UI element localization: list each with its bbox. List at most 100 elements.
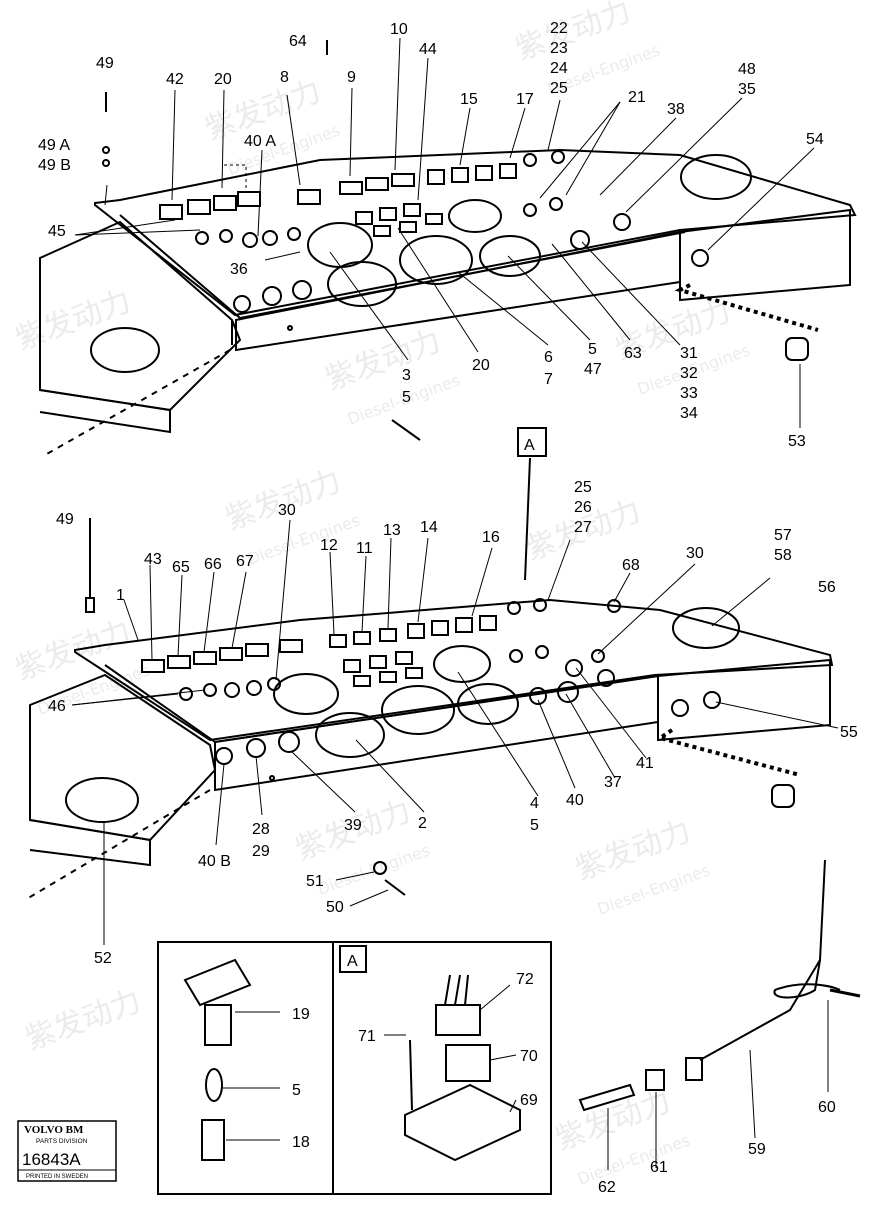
lower-knob bbox=[246, 738, 266, 758]
lower-lamp bbox=[533, 598, 547, 612]
callout-40: 40 bbox=[566, 792, 584, 809]
callout-5-lower: 5 bbox=[530, 817, 539, 834]
callout-43: 43 bbox=[144, 551, 162, 568]
callout-33: 33 bbox=[680, 385, 698, 402]
callout-41: 41 bbox=[636, 755, 654, 772]
callout-25-lower: 25 bbox=[574, 479, 592, 496]
leader bbox=[397, 227, 479, 353]
leader bbox=[599, 117, 677, 196]
upper-button bbox=[365, 177, 389, 191]
detail-box-a bbox=[332, 941, 552, 1195]
upper-gauge bbox=[399, 235, 473, 285]
leader bbox=[479, 984, 511, 1011]
lower-button bbox=[369, 655, 387, 669]
leader bbox=[224, 164, 247, 190]
lower-knob bbox=[529, 687, 547, 705]
lower-meter bbox=[672, 607, 740, 649]
leader bbox=[123, 599, 139, 641]
callout-13: 13 bbox=[383, 522, 401, 539]
lower-button bbox=[353, 675, 371, 687]
leader bbox=[457, 271, 549, 346]
callout-10: 10 bbox=[390, 21, 408, 38]
upper-gauge bbox=[479, 235, 541, 277]
lower-knob bbox=[535, 645, 549, 659]
upper-knob bbox=[292, 280, 312, 300]
callout-30-right: 30 bbox=[686, 545, 704, 562]
leader bbox=[349, 87, 353, 177]
leader bbox=[361, 555, 367, 633]
leader bbox=[215, 763, 225, 846]
lower-knob bbox=[224, 682, 240, 698]
callout-31: 31 bbox=[680, 345, 698, 362]
logo-frame bbox=[17, 1120, 117, 1182]
leader bbox=[286, 94, 301, 186]
screw-49b bbox=[102, 159, 110, 167]
lower-gauge bbox=[433, 645, 491, 683]
leader bbox=[749, 1049, 756, 1139]
callout-26: 26 bbox=[574, 499, 592, 516]
callout-9: 9 bbox=[347, 69, 356, 86]
leader bbox=[257, 149, 263, 237]
callout-49a: 49 A bbox=[38, 137, 70, 154]
callout-21: 21 bbox=[628, 89, 646, 106]
leader bbox=[255, 755, 263, 816]
lower-button bbox=[245, 643, 269, 657]
upper-knob bbox=[262, 230, 278, 246]
lower-gauge bbox=[315, 712, 385, 758]
lower-button bbox=[219, 647, 243, 661]
leader bbox=[74, 219, 176, 236]
lower-left-wing-front bbox=[29, 819, 151, 867]
callout-70: 70 bbox=[520, 1048, 538, 1065]
callout-3: 3 bbox=[402, 367, 411, 384]
lamp-holder-body bbox=[204, 1004, 232, 1046]
callout-22: 22 bbox=[550, 20, 568, 37]
upper-knob bbox=[195, 231, 209, 245]
lower-socket bbox=[671, 699, 689, 717]
callout-72: 72 bbox=[516, 971, 534, 988]
leader bbox=[387, 537, 392, 629]
leader bbox=[625, 97, 743, 213]
lower-gauge bbox=[273, 673, 339, 715]
lower-switch bbox=[591, 649, 605, 663]
callout-55: 55 bbox=[840, 724, 858, 741]
lower-button bbox=[405, 667, 423, 679]
callout-34: 34 bbox=[680, 405, 698, 422]
upper-button bbox=[297, 189, 321, 205]
leader bbox=[264, 251, 301, 261]
callout-38: 38 bbox=[667, 101, 685, 118]
leader bbox=[203, 571, 215, 653]
callout-24: 24 bbox=[550, 60, 568, 77]
lower-key bbox=[597, 669, 615, 687]
callout-67: 67 bbox=[236, 553, 254, 570]
lower-socket bbox=[703, 691, 721, 709]
callout-44: 44 bbox=[419, 41, 437, 58]
upper-button bbox=[403, 203, 421, 217]
leader bbox=[329, 251, 409, 361]
upper-lamp bbox=[551, 150, 565, 164]
view-marker-arrow bbox=[524, 457, 531, 581]
leader bbox=[707, 147, 815, 251]
callout-37: 37 bbox=[604, 774, 622, 791]
relay-70 bbox=[445, 1044, 491, 1082]
lower-knob bbox=[267, 677, 281, 691]
callout-66: 66 bbox=[204, 556, 222, 573]
leader bbox=[349, 889, 389, 907]
lower-gauge bbox=[381, 685, 455, 735]
leader bbox=[613, 572, 631, 603]
leader bbox=[355, 739, 425, 813]
lower-button bbox=[407, 623, 425, 639]
upper-left-wing-front bbox=[39, 389, 171, 434]
upper-button bbox=[427, 169, 445, 185]
detail-a-tag bbox=[339, 945, 367, 973]
callout-25: 25 bbox=[550, 80, 568, 97]
callout-23: 23 bbox=[550, 40, 568, 57]
lower-button bbox=[343, 659, 361, 673]
callout-50: 50 bbox=[326, 899, 344, 916]
cable-run bbox=[699, 959, 821, 1061]
callout-49-lower: 49 bbox=[56, 511, 74, 528]
callout-7: 7 bbox=[544, 371, 553, 388]
logo-printed: PRINTED IN SWEDEN bbox=[26, 1174, 88, 1180]
callout-15: 15 bbox=[460, 91, 478, 108]
callout-49b: 49 B bbox=[38, 157, 71, 174]
